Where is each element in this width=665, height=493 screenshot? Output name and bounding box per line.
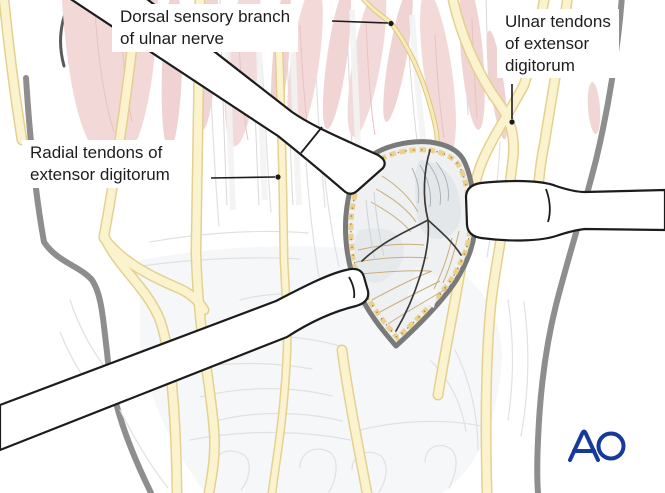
leader-line-dorsal-branch — [331, 20, 389, 24]
leader-dot-ulnar-tendons — [509, 119, 515, 125]
ao-logo — [568, 429, 626, 462]
arm-outline-right — [534, 0, 625, 493]
logo-letter-o — [596, 431, 626, 461]
muscle-belly — [420, 0, 456, 154]
muscle-belly — [383, 0, 413, 122]
capsule-fan-lines — [411, 161, 449, 208]
capsule-patch — [354, 228, 404, 283]
muscle-belly — [587, 82, 601, 134]
surgical-wound — [343, 139, 478, 349]
leader-lines — [210, 20, 515, 180]
soft-tissue-lines — [365, 191, 385, 261]
wound-interior — [354, 149, 462, 332]
retractor-right — [464, 179, 665, 242]
retractor-bend-mark — [300, 126, 323, 154]
retractor-bottom-left — [0, 267, 370, 452]
leader-dot-radial-tendons — [275, 174, 281, 180]
label-ulnar-tendons: Ulnar tendons of extensor digitorum — [497, 9, 619, 79]
label-radial-tendons: Radial tendons of extensor digitorum — [22, 140, 178, 188]
leader-dot-dorsal-branch — [388, 20, 394, 27]
capsule-incision-lines — [361, 149, 462, 332]
logo-letter-a — [568, 429, 600, 462]
muscle-belly — [322, 0, 352, 130]
leader-line-radial-tendons — [210, 176, 276, 179]
label-dorsal-sensory-branch: Dorsal sensory branch of ulnar nerve — [112, 4, 299, 52]
fat-lobule-dots — [350, 148, 471, 339]
retractor-bend-mark — [545, 188, 551, 223]
dorsal-sensory-branch-of-ulnar-nerve — [360, 0, 440, 151]
retractor-bend-mark — [348, 276, 356, 299]
